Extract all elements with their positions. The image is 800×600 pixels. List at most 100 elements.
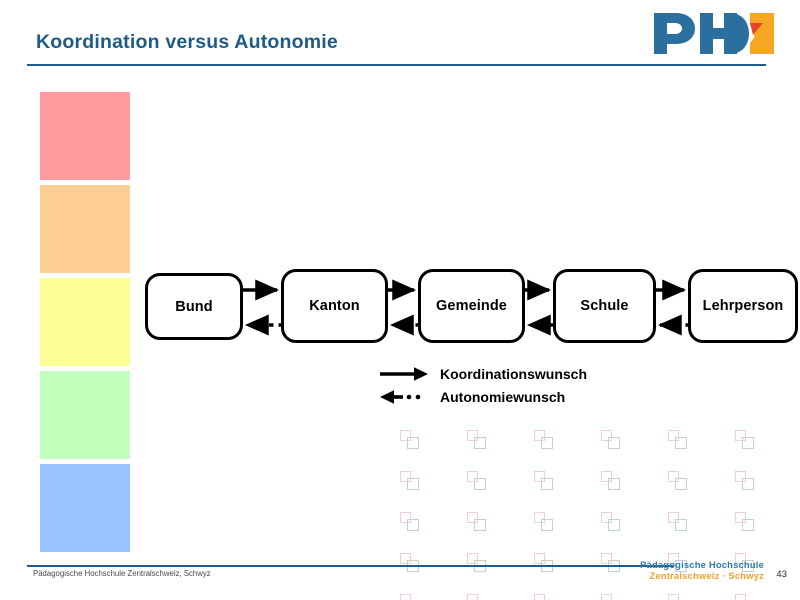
watermark-tile <box>668 430 688 450</box>
watermark-square-pink <box>668 471 679 482</box>
watermark-tile <box>467 471 487 491</box>
watermark-tile <box>735 512 755 532</box>
footer-institution: Pädagogische Hochschule Zentralschweiz, … <box>33 569 211 578</box>
watermark-tile <box>467 594 487 600</box>
watermark-square-pink <box>400 594 411 600</box>
watermark-tile <box>534 430 554 450</box>
watermark-square-blue <box>407 478 419 490</box>
watermark-square-blue <box>474 519 486 531</box>
watermark-square-pink <box>534 471 545 482</box>
watermark-tile <box>735 471 755 491</box>
watermark-square-blue <box>407 519 419 531</box>
watermark-tile <box>735 594 755 600</box>
diagram-node-label: Gemeinde <box>436 298 507 314</box>
watermark-square-pink <box>534 594 545 600</box>
watermark-square-blue <box>407 437 419 449</box>
footer-brand: Pädagogische Hochschule Zentralschweiz ·… <box>640 559 764 581</box>
watermark-square-pink <box>668 512 679 523</box>
watermark-tile <box>534 512 554 532</box>
diagram-node-lehrperson: Lehrperson <box>688 269 798 343</box>
watermark-tile <box>534 553 554 573</box>
watermark-square-blue <box>541 519 553 531</box>
diagram-node-label: Kanton <box>309 298 360 314</box>
watermark-square-pink <box>735 512 746 523</box>
watermark-square-blue <box>742 519 754 531</box>
brand-line-secondary: Zentralschweiz · Schwyz <box>649 569 764 581</box>
watermark-tile <box>467 430 487 450</box>
watermark-square-blue <box>608 437 620 449</box>
swatch-yellow <box>40 278 130 366</box>
legend-label-autonomie: Autonomiewunsch <box>440 388 566 405</box>
watermark-square-pink <box>467 512 478 523</box>
watermark-tile <box>668 471 688 491</box>
watermark-square-blue <box>541 437 553 449</box>
title-divider <box>27 64 766 66</box>
solid-right-arrow-icon <box>380 366 428 381</box>
page-title: Koordination versus Autonomie <box>36 31 338 53</box>
watermark-tile <box>400 512 420 532</box>
watermark-tile <box>467 553 487 573</box>
watermark-square-pink <box>534 512 545 523</box>
watermark-square-pink <box>400 512 411 523</box>
watermark-tile <box>601 594 621 600</box>
watermark-tile <box>668 512 688 532</box>
watermark-square-pink <box>400 430 411 441</box>
swatch-green <box>40 371 130 459</box>
watermark-square-pink <box>668 430 679 441</box>
watermark-square-pink <box>601 430 612 441</box>
watermark-square-pink <box>400 471 411 482</box>
phz-logo-icon <box>654 13 774 54</box>
watermark-tile <box>467 512 487 532</box>
legend-item-koordination: Koordinationswunsch <box>378 362 587 385</box>
watermark-square-blue <box>742 478 754 490</box>
watermark-square-blue <box>474 437 486 449</box>
legend: Koordinationswunsch Autonomiewunsch <box>378 362 587 408</box>
watermark-square-blue <box>608 478 620 490</box>
footer-divider <box>27 565 673 567</box>
watermark-tile <box>601 471 621 491</box>
watermark-tile <box>601 512 621 532</box>
watermark-square-pink <box>534 430 545 441</box>
watermark-square-blue <box>541 478 553 490</box>
watermark-square-pink <box>601 553 612 564</box>
diagram-node-gemeinde: Gemeinde <box>418 269 525 343</box>
watermark-square-blue <box>675 478 687 490</box>
watermark-square-pink <box>668 594 679 600</box>
watermark-tile <box>601 553 621 573</box>
watermark-square-pink <box>467 553 478 564</box>
watermark-square-pink <box>400 553 411 564</box>
watermark-square-pink <box>467 471 478 482</box>
watermark-square-blue <box>608 519 620 531</box>
diagram-node-label: Schule <box>580 298 629 314</box>
diagram-node-label: Lehrperson <box>702 298 784 314</box>
watermark-square-pink <box>601 512 612 523</box>
diagram-node-kanton: Kanton <box>281 269 388 343</box>
watermark-square-pink <box>601 594 612 600</box>
watermark-square-blue <box>675 437 687 449</box>
watermark-square-pink <box>467 430 478 441</box>
watermark-tile <box>400 471 420 491</box>
swatch-blue <box>40 464 130 552</box>
watermark-square-pink <box>735 471 746 482</box>
watermark-square-blue <box>742 437 754 449</box>
diagram-node-label: Bund <box>175 298 213 315</box>
swatch-pink <box>40 92 130 180</box>
watermark-square-pink <box>735 594 746 600</box>
watermark-tile <box>601 430 621 450</box>
page-number: 43 <box>776 569 787 580</box>
watermark-square-pink <box>735 430 746 441</box>
brand-line-primary: Pädagogische Hochschule <box>640 559 764 570</box>
watermark-square-blue <box>474 478 486 490</box>
watermark-square-pink <box>601 471 612 482</box>
watermark-tile <box>735 430 755 450</box>
watermark-tile <box>400 553 420 573</box>
watermark-square-pink <box>534 553 545 564</box>
watermark-tile <box>534 594 554 600</box>
watermark-tile <box>534 471 554 491</box>
legend-label-koordination: Koordinationswunsch <box>440 365 587 382</box>
diagram-node-bund: Bund <box>145 273 243 340</box>
watermark-square-pink <box>467 594 478 600</box>
dotted-left-arrow-icon <box>380 389 421 404</box>
swatch-orange <box>40 185 130 273</box>
